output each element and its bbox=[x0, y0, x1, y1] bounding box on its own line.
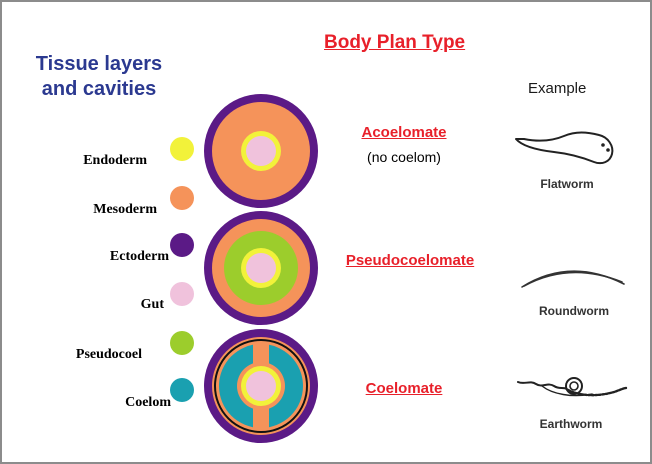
pseudocoelomate-gut bbox=[246, 253, 276, 283]
coelomate-cross-section bbox=[204, 329, 318, 443]
acoelomate-gut bbox=[246, 136, 276, 166]
roundworm-illustration bbox=[521, 270, 625, 288]
example-roundworm-label: Roundworm bbox=[539, 304, 609, 318]
example-flatworm-label: Flatworm bbox=[540, 177, 594, 191]
legend-label-mesoderm: Mesoderm bbox=[93, 202, 157, 217]
legend-label-pseudocoel: Pseudocoel bbox=[75, 347, 142, 362]
legend-label-gut: Gut bbox=[140, 297, 164, 312]
body-plan-type-heading: Body Plan Type bbox=[324, 32, 466, 53]
earthworm-illustration bbox=[517, 377, 628, 397]
body-plan-acoelomate: Acoelomate bbox=[361, 124, 447, 141]
legend-swatch-pseudocoel bbox=[170, 331, 194, 355]
body-plan-coelomate: Coelomate bbox=[365, 380, 443, 397]
tissue-layers-heading: Tissue layers and cavities bbox=[35, 53, 163, 100]
legend-label-ectoderm: Ectoderm bbox=[109, 249, 169, 264]
coelomate-outline bbox=[214, 339, 308, 433]
example-earthworm-label: Earthworm bbox=[539, 417, 603, 431]
flatworm-illustration bbox=[515, 131, 614, 165]
acoelomate-cross-section bbox=[204, 94, 318, 208]
body-plan-pseudocoelomate: Pseudocoelomate bbox=[345, 252, 475, 269]
body-plan-acoelomate-note: (no coelom) bbox=[367, 149, 441, 165]
legend-label-coelom: Coelom bbox=[125, 395, 171, 410]
legend-swatch-endoderm bbox=[170, 137, 194, 161]
legend-swatch-coelom bbox=[170, 378, 194, 402]
legend-swatch-ectoderm bbox=[170, 233, 194, 257]
legend-swatch-mesoderm bbox=[170, 186, 194, 210]
legend-label-endoderm: Endoderm bbox=[83, 153, 147, 168]
legend-swatch-gut bbox=[170, 282, 194, 306]
example-heading: Example bbox=[528, 80, 587, 97]
coelomate-gut bbox=[246, 371, 276, 401]
pseudocoelomate-cross-section bbox=[204, 211, 318, 325]
